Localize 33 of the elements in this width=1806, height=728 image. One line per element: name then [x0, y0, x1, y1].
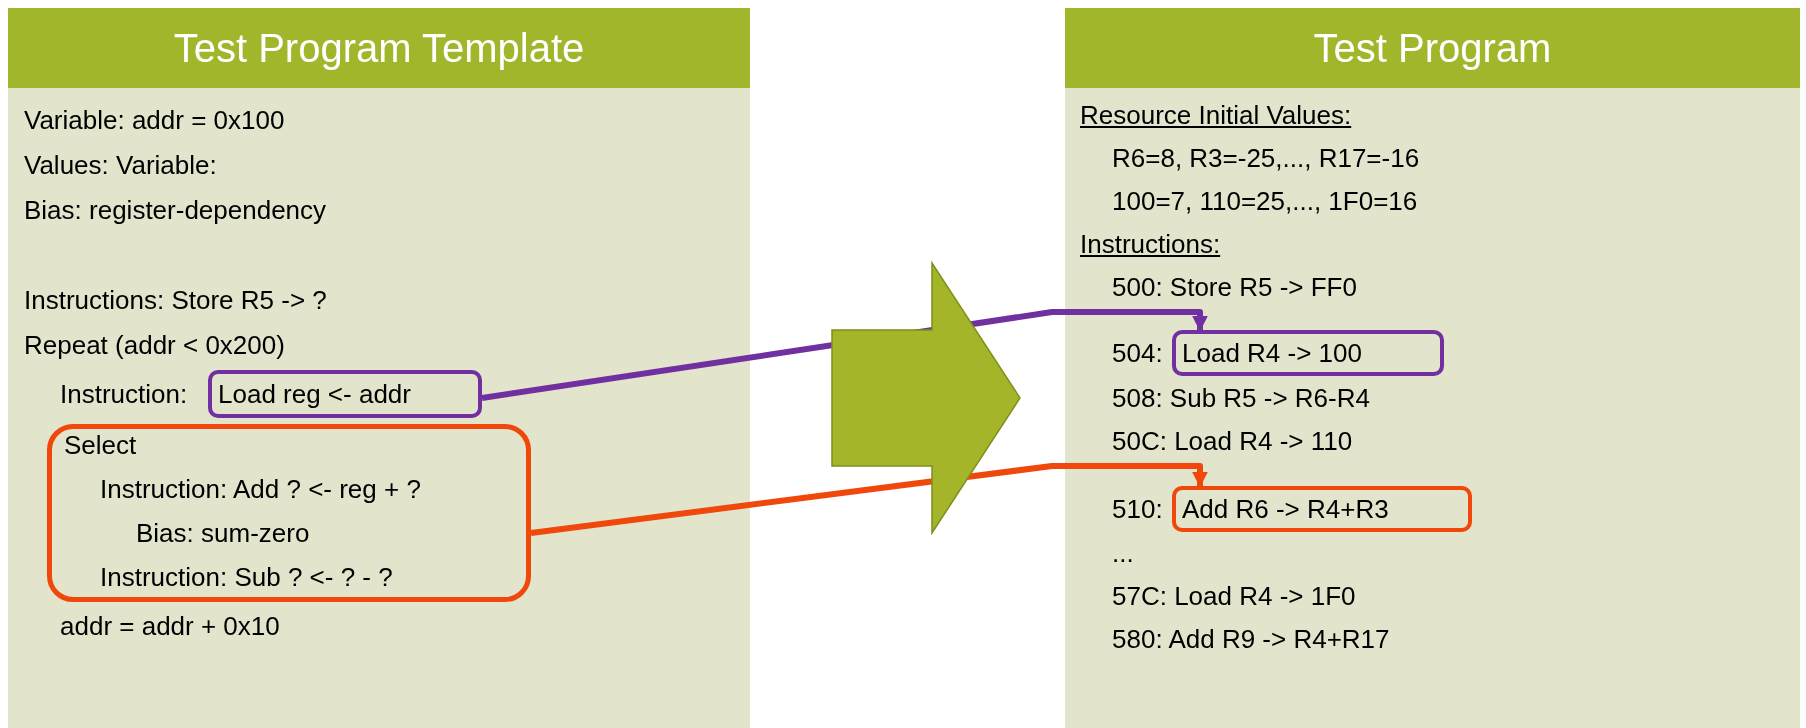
code-line: Bias: sum-zero: [136, 518, 310, 548]
code-line: ...: [1112, 538, 1134, 568]
highlight-box: Load reg <- addr: [208, 370, 482, 418]
code-line: Instruction: Add ? <- reg + ?: [100, 474, 421, 504]
arrow: [530, 463, 1208, 536]
code-line: Repeat (addr < 0x200): [24, 330, 285, 360]
highlight-box: Load R4 -> 100: [1172, 330, 1444, 376]
code-line: Instruction:: [60, 379, 188, 409]
block-arrow: [831, 260, 1021, 536]
code-line: 580: Add R9 -> R4+R17: [1112, 624, 1390, 654]
code-line: 57C: Load R4 -> 1F0: [1112, 581, 1356, 611]
panel: [8, 8, 750, 728]
code-line: Instructions: Store R5 -> ?: [24, 285, 327, 315]
code-line: Instruction: Sub ? <- ? - ?: [100, 562, 393, 592]
code-line: 50C: Load R4 -> 110: [1112, 426, 1353, 456]
code-line: Resource Initial Values:: [1080, 100, 1352, 130]
code-line: Bias: register-dependency: [24, 195, 327, 225]
highlight-box: [47, 424, 531, 602]
code-line: Select: [64, 430, 137, 460]
panel-header: Test Program: [1065, 8, 1800, 88]
code-line: Instructions:: [1080, 229, 1221, 259]
address-label: 504:: [1112, 338, 1163, 368]
panel-header: Test Program Template: [8, 8, 750, 88]
panel: [1065, 8, 1800, 728]
code-line: 100=7, 110=25,..., 1F0=16: [1112, 186, 1418, 216]
code-line: addr = addr + 0x10: [60, 611, 280, 641]
code-line: 508: Sub R5 -> R6-R4: [1112, 383, 1370, 413]
code-line: R6=8, R3=-25,..., R17=-16: [1112, 143, 1420, 173]
code-line: Values: Variable:: [24, 150, 217, 180]
highlight-box: Add R6 -> R4+R3: [1172, 486, 1472, 532]
address-label: 510:: [1112, 494, 1163, 524]
code-line: Variable: addr = 0x100: [24, 105, 285, 135]
code-line: 500: Store R5 -> FF0: [1112, 272, 1357, 302]
